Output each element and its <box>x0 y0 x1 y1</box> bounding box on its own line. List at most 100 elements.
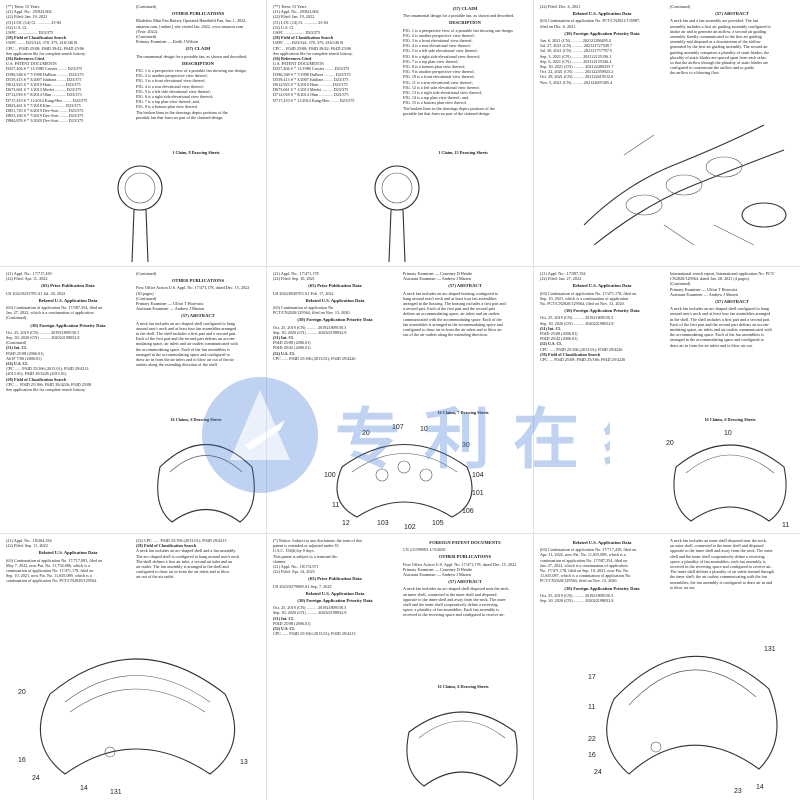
section-heading: (57) CLAIM <box>452 6 478 11</box>
text-line: FIG. 6 is a right side elevational view … <box>136 94 214 100</box>
text-line: (22) Filed: Dec. 6, 2021 <box>540 4 581 9</box>
text-line: draw air in from the air inlets and to b… <box>670 342 753 348</box>
text-line: filed on Dec. 6, 2021. <box>540 23 577 29</box>
section-heading: Related U.S. Application Data <box>305 590 365 596</box>
text-line: (Continued) <box>6 315 27 321</box>
text-line: assembly and disposed at a downstream of… <box>670 39 761 45</box>
text-line: FIG. 7 is a top plan view thereof; <box>403 58 459 64</box>
section-heading: (57) ABSTRACT <box>715 299 749 305</box>
text-line: Oct. 25, 2019 (CN) .......... 2019218091… <box>6 329 80 335</box>
text-line: FIG. 10 is a front elevational view ther… <box>403 74 475 80</box>
text-line: CPC ...... F04D 25/166 (2013.01); F04D 2… <box>540 346 623 352</box>
bibliographic-column: (21) Appl. No.: 17/717,439(22) Filed: Ap… <box>6 271 130 392</box>
text-line: configured to draw air in from the air i… <box>403 327 502 333</box>
text-line: the airflow to a blowing flow. <box>670 70 720 76</box>
text-line: Each of the first part and the second pa… <box>670 321 770 327</box>
text-line: FIG. 3 is a front elevational view there… <box>136 78 206 84</box>
text-line: A neck fan and a fan assembly are provid… <box>670 18 759 24</box>
ref-label: 24 <box>32 775 40 782</box>
ref-label: 102 <box>404 524 416 531</box>
neck-fan-large-figure: 20 16 24 14 131 13 <box>18 658 248 796</box>
text-line: F04D 29/42 (2006.01) <box>273 345 311 351</box>
text-line: (22) Filed: Jan. 19, 2022 <box>273 14 315 20</box>
text-line: (21) Appl. No.: 17/471,178 <box>273 271 319 276</box>
ref-label: 16 <box>588 752 596 759</box>
ref-label: 101 <box>472 490 484 497</box>
patent-page-neck-fan-3: (21) Appl. No.: 17/587,354(22) Filed: Ja… <box>534 267 800 533</box>
abstract-column: (52) CPC ...... F04D 25/166 (2013.01); F… <box>136 538 260 580</box>
text-line: Sep. 10, 2021, which is a continuation o… <box>540 295 629 301</box>
patent-page-neck-fan-6: Related U.S. Application Data(63) Contin… <box>534 534 800 800</box>
text-line: (58) Field of Classification Search <box>540 351 601 357</box>
text-line: See application file for complete search… <box>6 50 86 56</box>
text-line: in the shell. The shell includes a first… <box>136 331 237 337</box>
ref-label: 24 <box>594 769 602 776</box>
section-heading: Related U.S. Application Data <box>38 297 98 303</box>
text-line: F04D 25/08 (2006.01) <box>540 331 578 337</box>
text-line: CPC ... F04D 25/08; F04D 29/42; F04D 25/… <box>273 45 351 51</box>
text-line: (22) Filed: Jan. 19, 2022 <box>6 14 48 20</box>
text-line: generated by the first air guiding assem… <box>670 44 768 50</box>
text-line: received in the receiving space and conf… <box>670 564 772 570</box>
text-line: portable fan that form no part of the cl… <box>136 114 224 120</box>
text-line: This patent is subject to a terminal dis… <box>273 553 339 559</box>
text-line: to blow air out. <box>670 584 696 590</box>
text-line: FIG. 7 is a top plan view thereof; and, <box>136 99 200 105</box>
text-line: A neck fan includes an arc-shaped shell … <box>136 320 235 326</box>
text-line: D673,661 S * 1/2013 Merlet .......... D2… <box>6 87 82 93</box>
text-line: the accommodating space. Each of the fan… <box>136 346 230 352</box>
text-line: (52) U.S. Cl. <box>273 24 295 30</box>
text-line: a second part. Each of the first part an… <box>403 306 496 312</box>
text-line: FIG. 13 is a right side elevational view… <box>403 90 483 96</box>
text-line: around user's neck and at least four fan… <box>670 311 771 317</box>
section-heading: (65) Prior Publication Data <box>308 576 362 582</box>
text-line: (Continued) <box>6 340 27 346</box>
section-heading: OTHER PUBLICATIONS <box>171 11 225 17</box>
ref-label: 23 <box>734 788 742 795</box>
ref-label: 100 <box>324 472 336 479</box>
text-line: D855,160 S * 7/2019 Dev-Sort ........ D2… <box>6 113 84 119</box>
text-line: Oct. 25, 2019 (CN) .......... 2019218091… <box>540 315 614 321</box>
claims-caption: 16 Claims, 6 Drawing Sheets <box>170 417 222 422</box>
bibliographic-column: (21) Appl. No.: 17/471,178(22) Filed: Se… <box>273 271 397 361</box>
text-line: The ornamental design for a portable fan… <box>136 53 248 59</box>
text-line: around user's neck and at least four fan… <box>136 325 237 331</box>
text-line: D257,404 S * 11/1980 Crosier ........ D2… <box>6 66 83 72</box>
text-line: guiding assembly comprises a plurality o… <box>670 49 770 55</box>
section-heading: (57) ABSTRACT <box>715 11 749 17</box>
text-line: Jan. 27, 2022, which is a continuation o… <box>540 562 628 568</box>
text-line: Each of the first part and the second pa… <box>136 336 236 342</box>
ref-label: 131 <box>110 789 122 796</box>
text-line: Oct. 25, 2019 (CN) .......... 2019218091… <box>273 605 347 611</box>
section-heading: Related U.S. Application Data <box>572 283 632 289</box>
text-line: The ornamental design for a portable fan… <box>403 13 515 19</box>
text-line: claimer. <box>273 558 287 564</box>
bibliographic-column: (*) Notice: Subject to any disclaimer, t… <box>273 538 397 636</box>
patent-page-neck-fan-assembly: (22) Filed: Dec. 6, 2021 Related U.S. Ap… <box>534 0 800 266</box>
abstract-column: A neck fan includes an inner shell dispo… <box>670 538 794 590</box>
text-line: patent is extended or adjusted under 35 <box>273 543 339 549</box>
text-line: (21) Appl. No.: 29/823,604 <box>6 9 52 15</box>
text-line: (21) Appl. No.: 17/717,439 <box>6 271 52 276</box>
ref-label: 22 <box>588 736 596 743</box>
text-line: A neck fan includes an inner shell dispo… <box>670 538 767 543</box>
text-line: First Office Action U.S. Appl. No. 17/47… <box>403 561 517 567</box>
text-line: F04D 29/42 (2006.01) <box>540 336 578 342</box>
text-line: (51) Int. Cl. <box>6 345 27 351</box>
text-line: (Continued) <box>136 271 157 276</box>
grid-divider <box>266 0 267 800</box>
text-line: (52) U.S. Cl. <box>273 626 295 632</box>
text-line: The inner shell defines a plurality of a… <box>670 569 774 575</box>
text-line: outlets along the extending direction of… <box>136 362 218 368</box>
text-line: (Continued) <box>136 4 157 9</box>
section-heading: (30) Foreign Application Priority Data <box>564 308 640 314</box>
text-line: PCT/CN2020/129564, filed on Nov. 13, 202… <box>273 310 351 316</box>
section-heading: (57) CLAIM <box>185 46 211 52</box>
text-line: continuation of application No. PCT/CN20… <box>6 578 98 584</box>
text-line: F04D 25/08 (2006.01) <box>273 340 311 346</box>
text-line: US 2022/0235785 A1 Jul. 28, 2022 <box>6 290 66 296</box>
text-line: USPC ................... D23/375 <box>6 30 54 36</box>
text-line: (52) U.S. Cl. <box>6 361 28 367</box>
